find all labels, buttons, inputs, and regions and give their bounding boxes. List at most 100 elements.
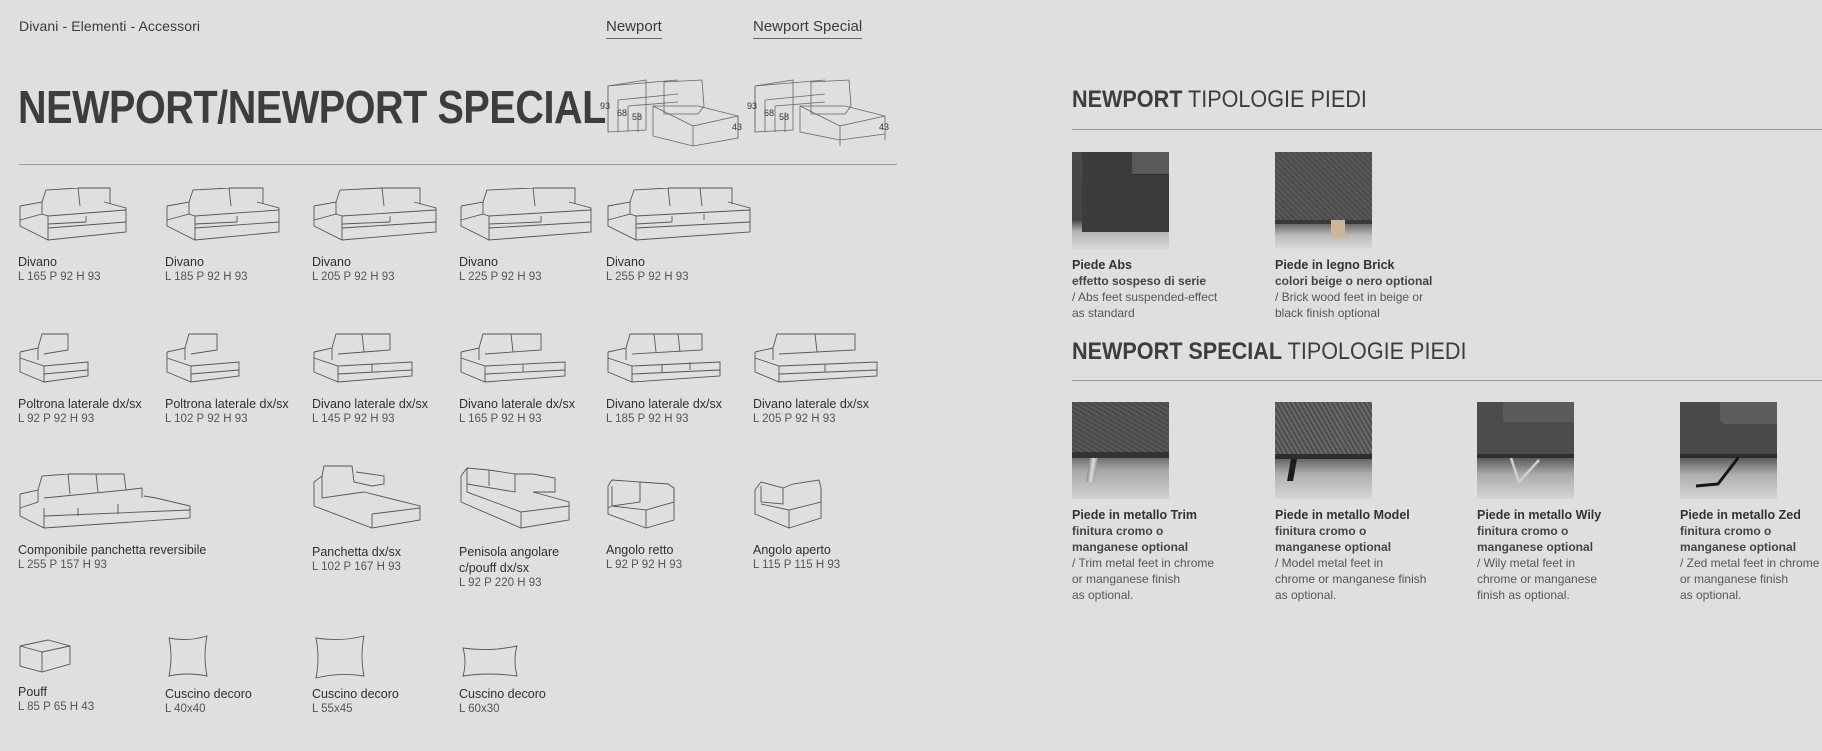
- foot-desc-en: chrome or manganese finish: [1275, 572, 1427, 586]
- heading-rest: TIPOLOGIE PIEDI: [1182, 86, 1367, 113]
- item-name: Divano: [312, 255, 351, 269]
- foot-option-model[interactable]: Piede in metallo Model finitura cromo o …: [1275, 402, 1465, 603]
- foot-desc-en: / Abs feet suspended-effect: [1072, 290, 1218, 304]
- foot-desc-en: / Zed metal feet in chrome: [1680, 556, 1820, 570]
- foot-desc-en: or manganese finish: [1072, 572, 1181, 586]
- cushion-icon: [462, 645, 518, 677]
- foot-option-abs[interactable]: Piede Abs effetto sospeso di serie / Abs…: [1072, 152, 1262, 321]
- item-dimensions: L 102 P 92 H 93: [165, 413, 248, 425]
- foot-option-brick[interactable]: Piede in legno Brick colori beige o nero…: [1275, 152, 1465, 321]
- catalog-item[interactable]: Cuscino decoro L 55x45: [312, 634, 462, 717]
- catalog-item[interactable]: Divano L 205 P 92 H 93: [312, 184, 462, 285]
- catalog-item[interactable]: Divano laterale dx/sx L 145 P 92 H 93: [312, 330, 462, 427]
- catalog-item[interactable]: Angolo aperto L 115 P 115 H 93: [753, 476, 903, 573]
- dim-arm: 58: [632, 112, 642, 122]
- item-name: Angolo retto: [606, 543, 674, 557]
- item-dimensions: L 92 P 92 H 93: [18, 413, 95, 425]
- sofa-icon: [313, 187, 437, 241]
- catalog-item[interactable]: Cuscino decoro L 60x30: [459, 644, 609, 717]
- sofa-icon: [607, 333, 721, 383]
- item-dimensions: L 60x30: [459, 703, 500, 715]
- heading-bold: NEWPORT SPECIAL: [1072, 338, 1283, 365]
- foot-photo-zed: [1680, 402, 1777, 499]
- item-dimensions: L 205 P 92 H 93: [312, 271, 395, 283]
- foot-desc-it: colori beige o nero optional: [1275, 274, 1433, 288]
- catalog-item[interactable]: Divano laterale dx/sx L 185 P 92 H 93: [606, 330, 756, 427]
- catalog-item[interactable]: Panchetta dx/sx L 102 P 167 H 93: [312, 462, 462, 575]
- foot-desc-en: or manganese finish: [1680, 572, 1789, 586]
- tab-newport[interactable]: Newport: [606, 18, 662, 39]
- item-name: Divano laterale dx/sx: [459, 397, 576, 411]
- sofa-icon: [19, 187, 127, 241]
- sofa-icon: [460, 187, 592, 241]
- foot-photo-abs: [1072, 152, 1169, 249]
- heading-bold: NEWPORT: [1072, 86, 1183, 113]
- cushion-icon: [315, 635, 365, 679]
- page-title: NEWPORT/NEWPORT SPECIAL: [18, 81, 606, 133]
- foot-name: Piede Abs: [1072, 258, 1132, 272]
- cushion-icon: [168, 635, 208, 677]
- item-name: Poltrona laterale dx/sx: [18, 397, 142, 411]
- item-name: Cuscino decoro: [459, 687, 546, 701]
- foot-option-trim[interactable]: Piede in metallo Trim finitura cromo o m…: [1072, 402, 1262, 603]
- catalog-item[interactable]: Poltrona laterale dx/sx L 102 P 92 H 93: [165, 330, 315, 427]
- dim-arm: 58: [779, 112, 789, 122]
- corner-sofa-icon: [460, 466, 570, 529]
- item-dimensions: L 165 P 92 H 93: [18, 271, 101, 283]
- foot-desc-en: black finish optional: [1275, 306, 1380, 320]
- catalog-item[interactable]: Divano L 165 P 92 H 93: [18, 184, 168, 285]
- newport-feet-heading: NEWPORT TIPOLOGIE PIEDI: [1072, 86, 1367, 114]
- section-divider: [1072, 380, 1822, 381]
- foot-photo-model: [1275, 402, 1372, 499]
- dim-seat: 43: [732, 122, 742, 132]
- chaise-sofa-icon: [19, 473, 191, 529]
- item-name: Divano: [18, 255, 57, 269]
- foot-desc-it: finitura cromo o: [1275, 524, 1367, 538]
- foot-desc-it: effetto sospeso di serie: [1072, 274, 1207, 288]
- catalog-item[interactable]: Angolo retto L 92 P 92 H 93: [606, 476, 756, 573]
- section-divider: [1072, 129, 1822, 130]
- catalog-item[interactable]: Divano L 225 P 92 H 93: [459, 184, 609, 285]
- section-divider: [19, 164, 897, 165]
- catalog-item[interactable]: Componibile panchetta reversibile L 255 …: [18, 470, 238, 573]
- foot-option-wily[interactable]: Piede in metallo Wily finitura cromo o m…: [1477, 402, 1667, 603]
- foot-name: Piede in legno Brick: [1275, 258, 1395, 272]
- item-name: Divano laterale dx/sx: [312, 397, 429, 411]
- tab-newport-special[interactable]: Newport Special: [753, 18, 863, 39]
- foot-option-zed[interactable]: Piede in metallo Zed finitura cromo o ma…: [1680, 402, 1822, 603]
- catalog-item[interactable]: Divano laterale dx/sx L 165 P 92 H 93: [459, 330, 609, 427]
- catalog-item[interactable]: Penisola angolare c/pouff dx/sx L 92 P 2…: [459, 462, 609, 591]
- foot-desc-it: manganese optional: [1680, 540, 1797, 554]
- item-dimensions: L 145 P 92 H 93: [312, 413, 395, 425]
- catalog-item[interactable]: Divano laterale dx/sx L 205 P 92 H 93: [753, 330, 903, 427]
- sofa-icon: [607, 187, 751, 241]
- item-dimensions: L 115 P 115 H 93: [753, 559, 841, 571]
- catalog-item[interactable]: Divano L 185 P 92 H 93: [165, 184, 315, 285]
- foot-name: Piede in metallo Trim: [1072, 508, 1198, 522]
- foot-desc-it: manganese optional: [1072, 540, 1189, 554]
- sofa-icon: [313, 333, 413, 383]
- foot-desc-it: finitura cromo o: [1072, 524, 1164, 538]
- foot-photo-trim: [1072, 402, 1169, 499]
- catalog-item[interactable]: Divano L 255 P 92 H 93: [606, 184, 756, 285]
- foot-name: Piede in metallo Zed: [1680, 508, 1801, 522]
- foot-desc-en: / Wily metal feet in: [1477, 556, 1576, 570]
- armchair-icon: [166, 333, 240, 383]
- dim-back: 68: [617, 108, 627, 118]
- foot-desc-it: manganese optional: [1477, 540, 1594, 554]
- item-name: Pouff: [18, 685, 47, 699]
- catalog-item[interactable]: Cuscino decoro L 40x40: [165, 634, 315, 717]
- item-dimensions: L 225 P 92 H 93: [459, 271, 542, 283]
- item-dimensions: L 185 P 92 H 93: [606, 413, 689, 425]
- catalog-item[interactable]: Poltrona laterale dx/sx L 92 P 92 H 93: [18, 330, 168, 427]
- foot-desc-en: finish as optional.: [1477, 588, 1570, 602]
- foot-desc-en: as optional.: [1275, 588, 1337, 602]
- catalog-item[interactable]: Pouff L 85 P 65 H 43: [18, 636, 168, 715]
- item-name: Poltrona laterale dx/sx: [165, 397, 289, 411]
- foot-photo-brick: [1275, 152, 1372, 249]
- dim-seat: 43: [879, 122, 889, 132]
- foot-desc-it: manganese optional: [1275, 540, 1392, 554]
- item-dimensions: L 85 P 65 H 43: [18, 701, 95, 713]
- item-name: Cuscino decoro: [165, 687, 252, 701]
- dim-back: 68: [764, 108, 774, 118]
